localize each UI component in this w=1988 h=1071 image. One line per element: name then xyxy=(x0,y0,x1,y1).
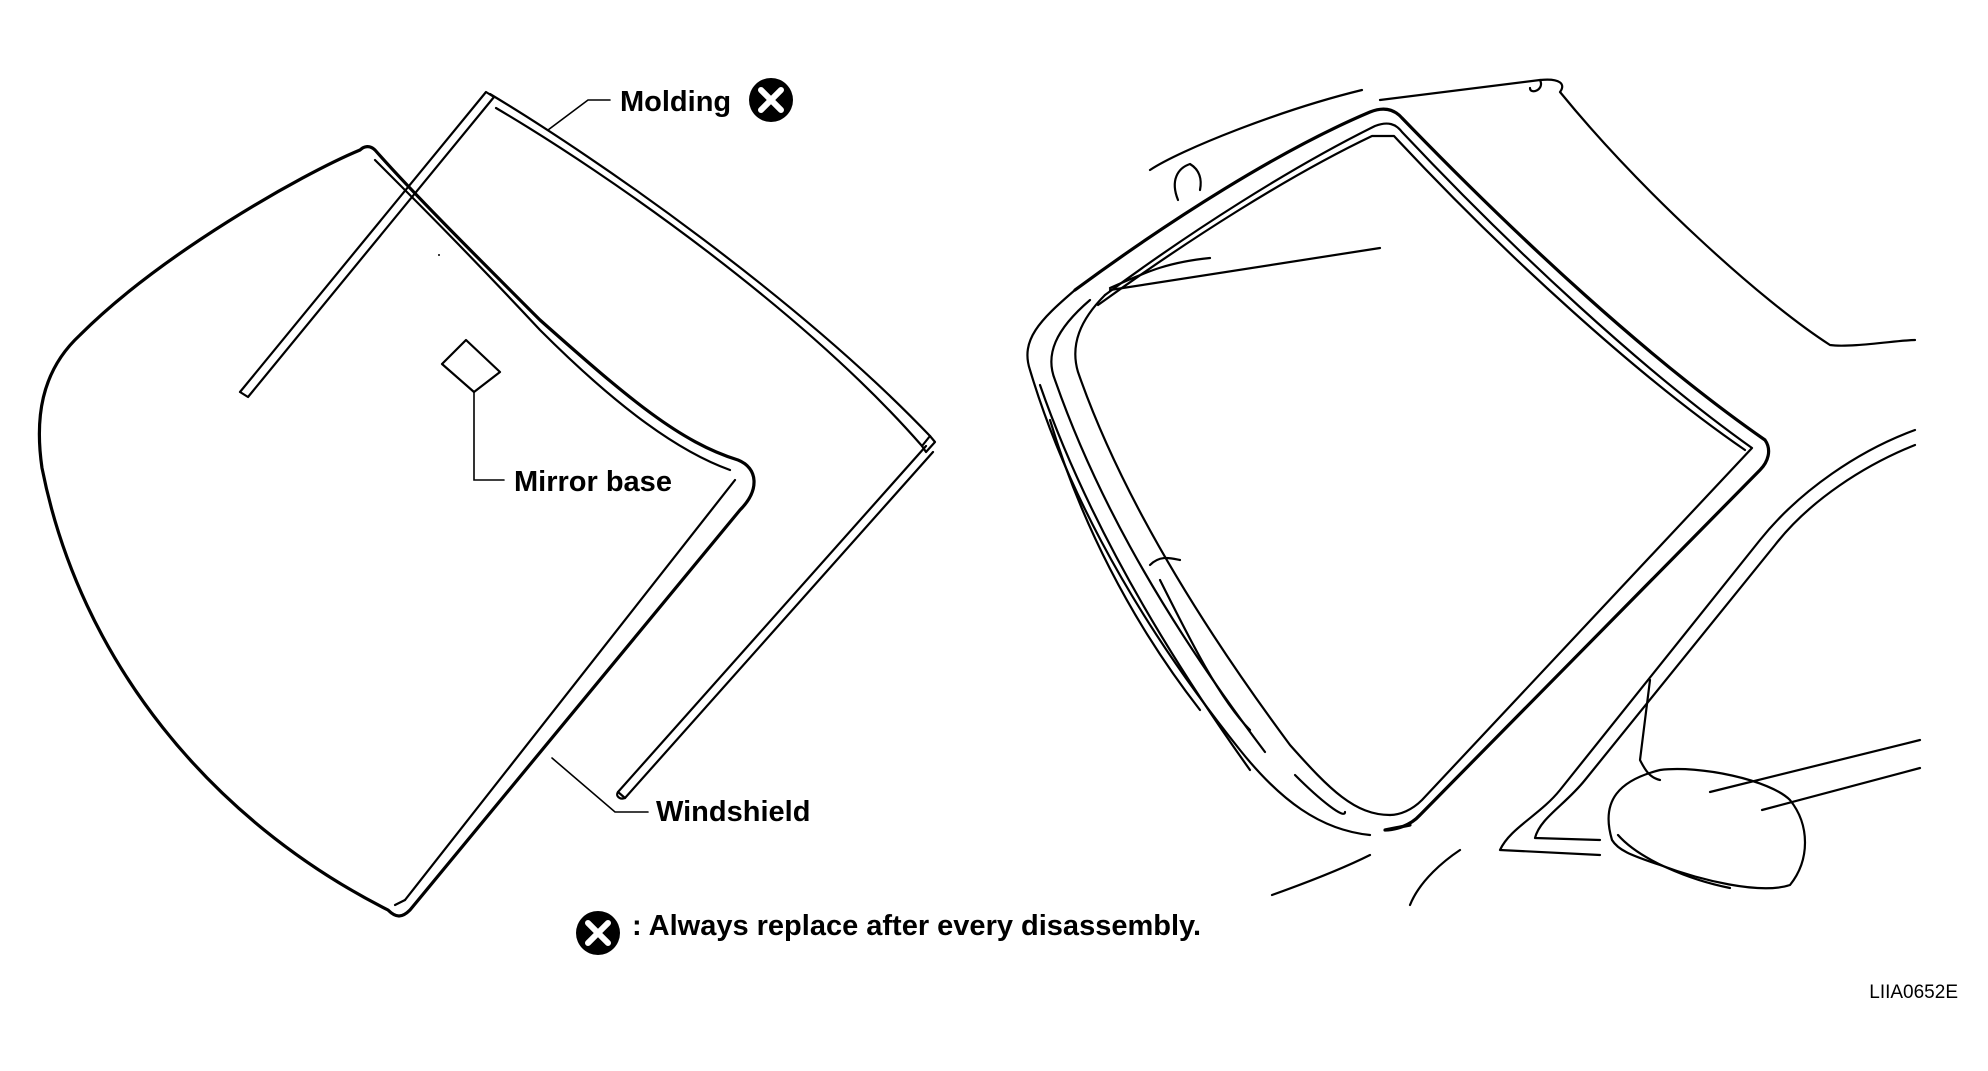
molding-leader xyxy=(547,99,611,131)
legend: : Always replace after every disassembly… xyxy=(576,910,1201,955)
molding-label: Molding xyxy=(620,86,731,118)
mirror-base-label: Mirror base xyxy=(514,466,672,498)
mirror-base xyxy=(440,338,505,481)
car-installed-view xyxy=(1026,78,1922,907)
circled-x-icon xyxy=(749,78,793,122)
windshield-leader xyxy=(551,757,649,813)
windshield-label: Windshield xyxy=(656,796,810,828)
windshield-glass xyxy=(37,145,756,918)
legend-note: : Always replace after every disassembly… xyxy=(632,910,1201,942)
exploded-view: Molding Mirror base Windshield xyxy=(37,78,937,918)
figure-code: LIIA0652E xyxy=(1869,982,1958,1003)
molding-strip xyxy=(238,90,937,800)
circled-x-icon xyxy=(576,911,620,955)
